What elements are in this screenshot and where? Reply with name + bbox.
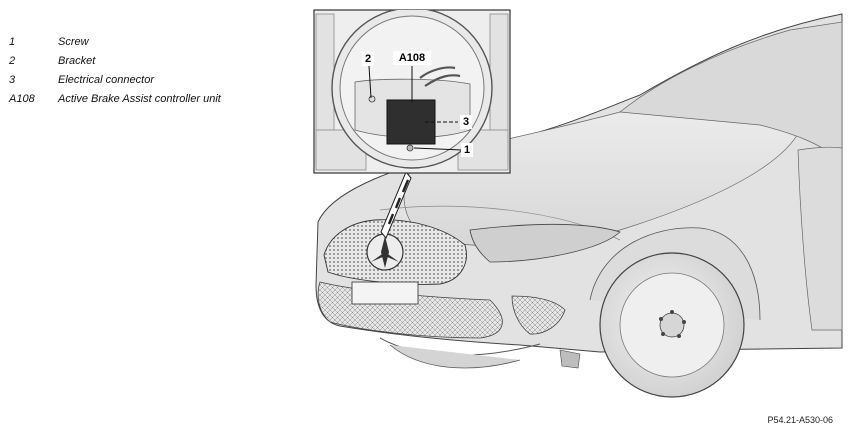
legend-number: 1 [9, 35, 16, 48]
legend-number: A108 [9, 92, 35, 105]
callout-connector: 3 [460, 115, 472, 129]
legend-label: Active Brake Assist controller unit [58, 92, 221, 105]
legend-label: Electrical connector [58, 73, 154, 86]
legend-item-connector: 3 Electrical connector [9, 70, 221, 89]
legend: 1 Screw 2 Bracket 3 Electrical connector… [9, 32, 221, 108]
front-spoiler [389, 344, 521, 369]
screw-shape [406, 144, 414, 152]
legend-item-bracket: 2 Bracket [9, 51, 221, 70]
legend-item-controller-unit: A108 Active Brake Assist controller unit [9, 89, 221, 108]
inset-pointer [380, 171, 412, 239]
callout-screw: 1 [461, 143, 473, 157]
callout-controller-unit: A108 [393, 51, 431, 65]
detail-inset [313, 9, 511, 174]
legend-item-screw: 1 Screw [9, 32, 221, 51]
legend-label: Screw [58, 35, 89, 48]
legend-label: Bracket [58, 54, 96, 67]
callout-bracket: 2 [362, 52, 374, 66]
front-wheel [589, 227, 761, 398]
figure-code: P54.21-A530-06 [767, 415, 833, 425]
legend-number: 2 [9, 54, 16, 67]
legend-number: 3 [9, 73, 16, 86]
